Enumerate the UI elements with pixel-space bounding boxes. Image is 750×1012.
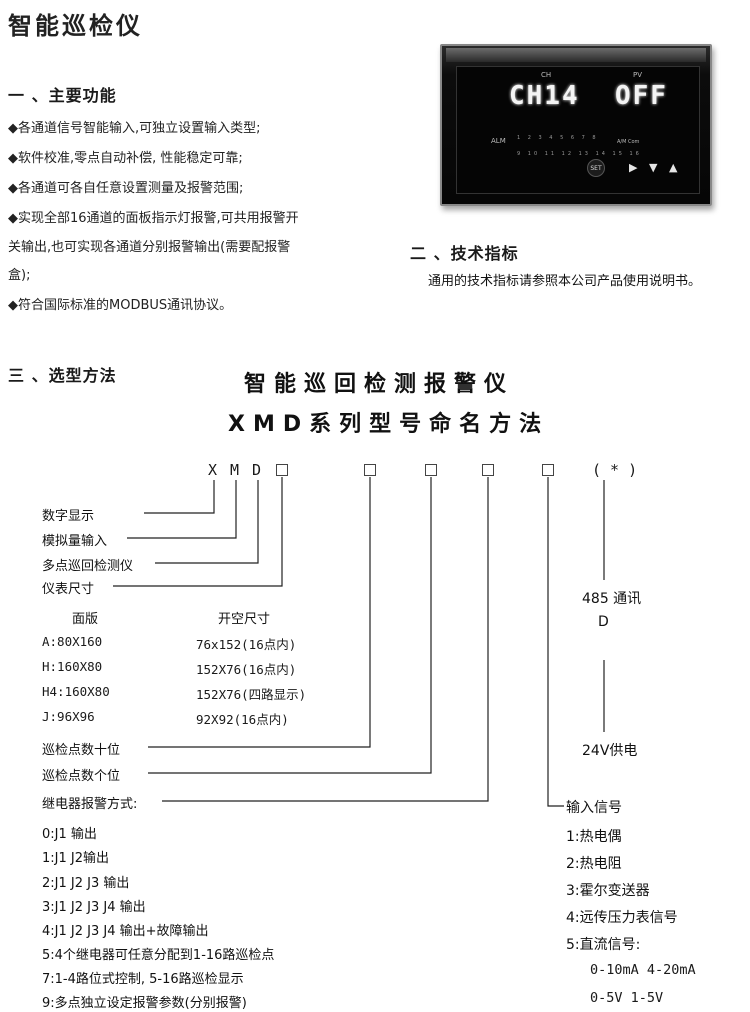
relay-option: 1:J1 J2输出 xyxy=(42,851,109,866)
code-letter-m: M xyxy=(230,461,240,479)
label-digital-display: 数字显示 xyxy=(42,509,95,524)
value-display: OFF xyxy=(615,81,668,111)
code-letter-x: X xyxy=(208,461,218,479)
relay-option: 4:J1 J2 J3 J4 输出+故障输出 xyxy=(42,924,209,939)
relay-option: 3:J1 J2 J3 J4 输出 xyxy=(42,900,146,915)
power-24v-label: 24V供电 xyxy=(582,743,638,759)
section-tech-spec-heading: 二 、技术指标 xyxy=(410,244,519,263)
feature-bullet: 关输出,也可实现各通道分别报警输出(需要配报警 xyxy=(8,240,291,255)
comm-485-label: 485 通讯 xyxy=(582,591,642,607)
diagram-title: 智能巡回检测报警仪 xyxy=(244,372,515,397)
line-multipoint xyxy=(155,480,259,564)
channel-row-1: 1 2 3 4 5 6 7 8 xyxy=(517,135,599,141)
label-analog-input: 模拟量输入 xyxy=(42,534,108,549)
diagram-subtitle: XMD系列型号命名方法 xyxy=(228,412,550,437)
code-box-size xyxy=(276,464,288,476)
label-multipoint: 多点巡回检测仪 xyxy=(42,559,134,574)
feature-bullet: ◆各通道可各自任意设置测量及报警范围; xyxy=(8,181,244,196)
device-front-panel: CH PV CH14 OFF ALM 1 2 3 4 5 6 7 8 9 10 … xyxy=(456,66,700,194)
size-row-panel: H4:160X80 xyxy=(42,684,110,699)
size-row-panel: A:80X160 xyxy=(42,634,103,649)
am-com-label: A/M Com xyxy=(617,139,640,145)
line-size xyxy=(113,477,283,587)
input-signal-option: 5:直流信号: xyxy=(566,937,641,953)
channel-display: CH14 xyxy=(509,81,580,111)
alm-label: ALM xyxy=(491,137,506,145)
down-arrow-icon[interactable]: ▼ xyxy=(649,161,658,174)
label-ones-digit: 巡检点数个位 xyxy=(42,769,121,784)
code-suffix: ( * ) xyxy=(592,461,638,479)
input-signal-option: 3:霍尔变送器 xyxy=(566,883,650,899)
input-signal-option: 1:热电偶 xyxy=(566,829,622,845)
code-box-tens xyxy=(364,464,376,476)
label-instrument-size: 仪表尺寸 xyxy=(42,582,95,597)
relay-option: 2:J1 J2 J3 输出 xyxy=(42,876,130,891)
relay-option: 7:1-4路位式控制, 5-16路巡检显示 xyxy=(42,972,244,987)
label-tens-digit: 巡检点数十位 xyxy=(42,743,121,758)
dc-range-voltage: 0-5V 1-5V xyxy=(590,990,664,1006)
code-box-relay xyxy=(482,464,494,476)
relay-heading: 继电器报警方式: xyxy=(42,797,138,812)
size-row-cutout: 152X76(16点内) xyxy=(196,662,297,677)
line-ones xyxy=(148,477,432,774)
right-arrow-icon[interactable]: ▶ xyxy=(629,161,638,174)
input-signal-heading: 输入信号 xyxy=(566,800,622,816)
dc-range-current: 0-10mA 4-20mA xyxy=(590,962,696,978)
relay-option: 0:J1 输出 xyxy=(42,827,97,842)
line-input xyxy=(547,477,564,807)
ch-label: CH xyxy=(541,71,552,79)
feature-bullet: ◆实现全部16通道的面板指示灯报警,可共用报警开 xyxy=(8,211,299,226)
code-box-input xyxy=(542,464,554,476)
feature-bullet: ◆各通道信号智能输入,可独立设置输入类型; xyxy=(8,121,261,136)
tech-spec-text: 通用的技术指标请参照本公司产品使用说明书。 xyxy=(428,274,702,289)
size-row-panel: J:96X96 xyxy=(42,709,95,724)
line-tens xyxy=(148,477,371,748)
code-letter-d: D xyxy=(252,461,262,479)
line-digital xyxy=(144,480,215,514)
size-col-cutout-header: 开空尺寸 xyxy=(218,612,271,627)
device-bezel-top xyxy=(446,48,706,62)
code-box-ones xyxy=(425,464,437,476)
set-button[interactable]: SET xyxy=(587,159,605,177)
up-arrow-icon[interactable]: ▲ xyxy=(669,161,678,174)
line-relay xyxy=(162,477,489,802)
relay-option: 9:多点独立设定报警参数(分别报警) xyxy=(42,996,247,1011)
section-selection-heading: 三 、选型方法 xyxy=(8,366,117,385)
section-main-functions-heading: 一 、主要功能 xyxy=(8,86,117,105)
size-row-cutout: 92X92(16点内) xyxy=(196,712,289,727)
size-row-cutout: 76x152(16点内) xyxy=(196,637,297,652)
input-signal-option: 2:热电阻 xyxy=(566,856,622,872)
line-analog xyxy=(127,480,237,539)
input-signal-option: 4:远传压力表信号 xyxy=(566,910,678,926)
instrument-photo: CH PV CH14 OFF ALM 1 2 3 4 5 6 7 8 9 10 … xyxy=(440,44,712,206)
feature-bullet: ◆符合国际标准的MODBUS通讯协议。 xyxy=(8,298,233,313)
size-row-panel: H:160X80 xyxy=(42,659,103,674)
feature-bullet: 盒); xyxy=(8,268,31,283)
channel-row-2: 9 10 11 12 13 14 15 16 xyxy=(517,151,642,157)
comm-code-label: D xyxy=(598,614,609,630)
feature-bullet: ◆软件校准,零点自动补偿, 性能稳定可靠; xyxy=(8,151,243,166)
size-row-cutout: 152X76(四路显示) xyxy=(196,687,307,702)
pv-label: PV xyxy=(633,71,643,79)
size-col-panel-header: 面版 xyxy=(72,612,99,627)
relay-option: 5:4个继电器可任意分配到1-16路巡检点 xyxy=(42,948,275,963)
page-title: 智能巡检仪 xyxy=(8,12,143,40)
